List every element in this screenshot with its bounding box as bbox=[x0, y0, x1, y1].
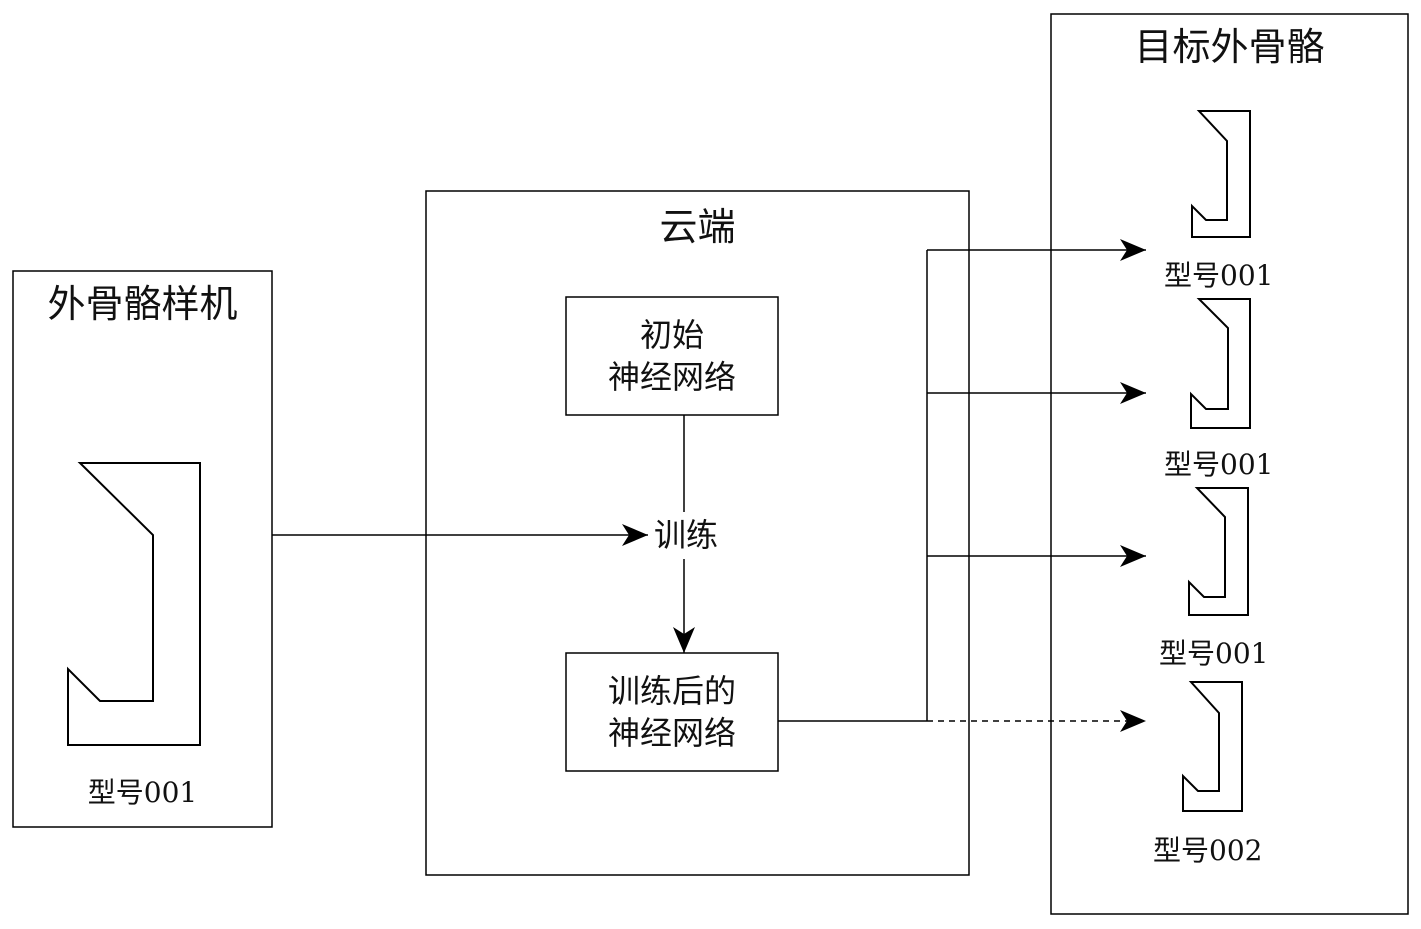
trained-network-line2: 神经网络 bbox=[607, 714, 736, 752]
exoskeleton-target-icon-2 bbox=[1190, 298, 1251, 429]
exoskeleton-prototype-icon bbox=[67, 462, 201, 746]
cloud-title: 云端 bbox=[659, 205, 736, 249]
target-model-label-3: 型号001 bbox=[1159, 637, 1269, 670]
trained-network-box bbox=[565, 652, 779, 772]
exoskeleton-target-icon-1 bbox=[1191, 110, 1251, 238]
trained-network-label: 训练后的 神经网络 bbox=[566, 670, 778, 754]
prototype-container bbox=[12, 270, 273, 828]
prototype-model-label: 型号001 bbox=[87, 776, 198, 809]
prototype-title: 外骨骼样机 bbox=[47, 282, 238, 326]
initial-network-line2: 神经网络 bbox=[607, 358, 736, 396]
targets-container bbox=[1050, 13, 1409, 915]
target-model-label-4: 型号002 bbox=[1153, 834, 1263, 867]
initial-network-line1: 初始 bbox=[639, 316, 704, 354]
target-model-label-1: 型号001 bbox=[1164, 259, 1274, 292]
target-model-label-2: 型号001 bbox=[1164, 448, 1274, 481]
train-label: 训练 bbox=[654, 516, 719, 554]
trained-network-line1: 训练后的 bbox=[607, 672, 736, 710]
cloud-container bbox=[425, 190, 970, 876]
initial-network-label: 初始 神经网络 bbox=[566, 314, 778, 398]
targets-title: 目标外骨骼 bbox=[1134, 25, 1325, 69]
initial-network-box bbox=[565, 296, 779, 416]
exoskeleton-target-icon-4 bbox=[1182, 681, 1243, 812]
exoskeleton-target-icon-3 bbox=[1188, 487, 1249, 616]
